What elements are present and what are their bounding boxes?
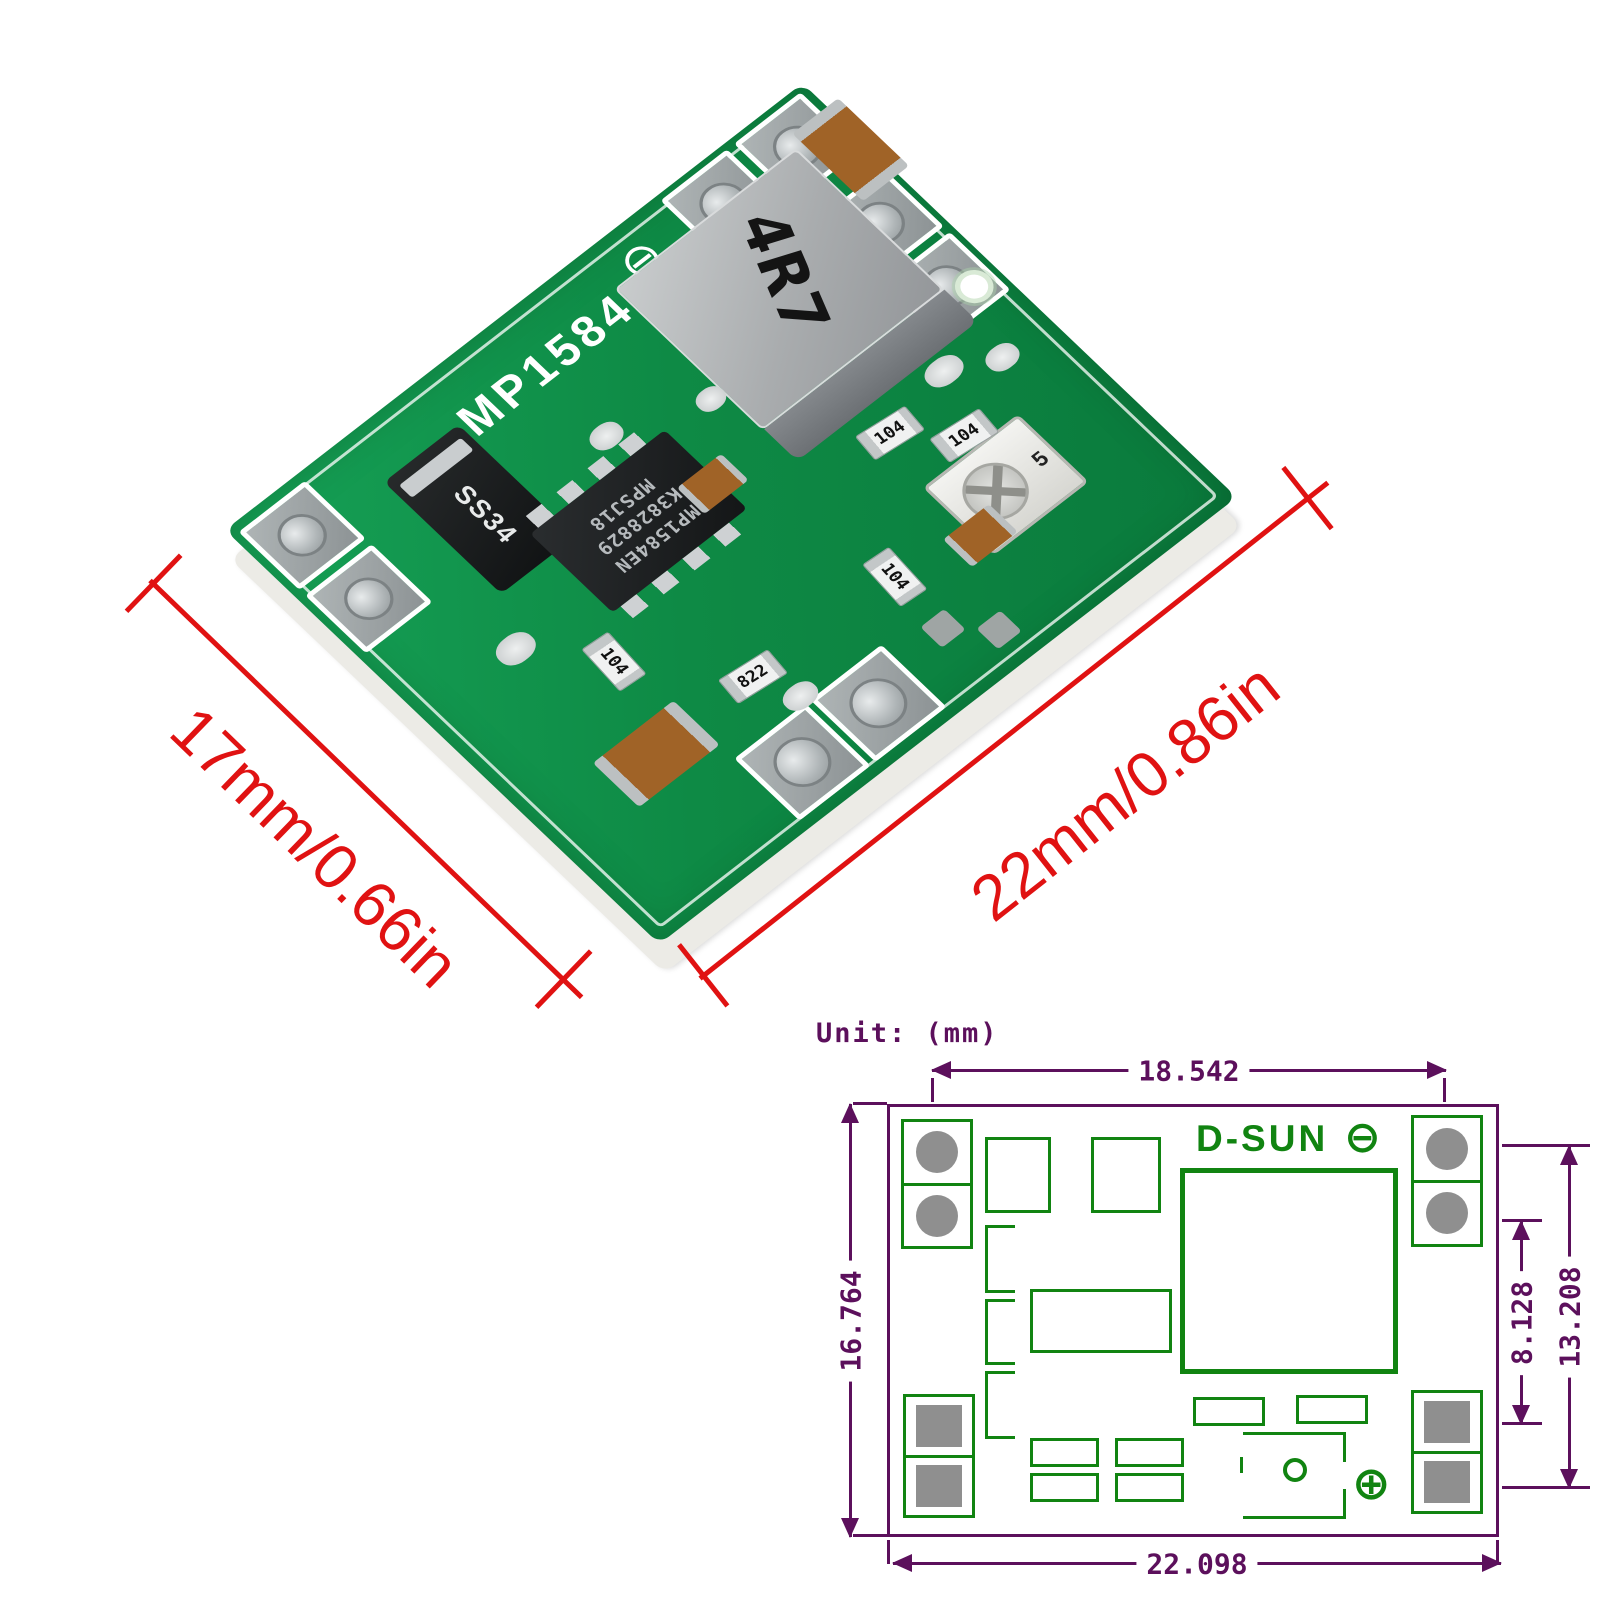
through-hole bbox=[761, 726, 844, 798]
component-outline bbox=[1296, 1395, 1368, 1424]
dimension-right-outer: 13.208 bbox=[1553, 1145, 1587, 1489]
dimension-top-value: 18.542 bbox=[1128, 1054, 1250, 1088]
trimmer-wiper-hole bbox=[1283, 1458, 1307, 1482]
circle-minus-icon: ⊖ bbox=[1344, 1112, 1381, 1163]
component-outline bbox=[985, 1371, 1015, 1439]
component-outline bbox=[985, 1299, 1015, 1365]
trimmer-outline bbox=[1243, 1432, 1346, 1435]
brand-label: D-SUN bbox=[1196, 1118, 1329, 1159]
through-hole bbox=[267, 505, 338, 566]
trimmer-outline bbox=[1243, 1516, 1346, 1519]
diode-marking: SS34 bbox=[447, 479, 525, 550]
through-hole bbox=[333, 568, 404, 629]
smd-pad bbox=[916, 1404, 962, 1447]
footprint-pads-bottom-right bbox=[1411, 1390, 1483, 1514]
dimension-tick bbox=[677, 943, 730, 1008]
hole-pad bbox=[1426, 1127, 1468, 1170]
component-outline bbox=[1030, 1473, 1099, 1502]
extension-line bbox=[1502, 1486, 1590, 1489]
ic-outline bbox=[1030, 1289, 1172, 1353]
dimension-tick bbox=[124, 553, 183, 614]
trimmer-outline bbox=[1343, 1432, 1346, 1462]
inductor-outline bbox=[1180, 1168, 1398, 1374]
footprint-pads-top-left bbox=[901, 1119, 973, 1249]
dimension-right-inner-value: 8.128 bbox=[1505, 1270, 1539, 1375]
extension-line bbox=[1496, 1540, 1499, 1564]
dimension-tick bbox=[534, 949, 593, 1010]
hole-pad bbox=[1426, 1192, 1468, 1235]
dimension-left-value: 16.764 bbox=[834, 1259, 868, 1382]
dimension-left: 16.764 bbox=[834, 1103, 868, 1538]
component-outline bbox=[1091, 1137, 1161, 1213]
extension-line bbox=[853, 1534, 887, 1537]
hole-pad bbox=[916, 1131, 958, 1174]
component-outline bbox=[985, 1225, 1015, 1293]
extension-line bbox=[1502, 1144, 1590, 1147]
dimension-right-inner: 8.128 bbox=[1505, 1220, 1539, 1425]
dimension-right-outer-value: 13.208 bbox=[1553, 1256, 1587, 1378]
component-outline bbox=[1193, 1397, 1265, 1426]
smd-pad bbox=[1424, 1400, 1470, 1443]
hole-pad bbox=[916, 1194, 958, 1237]
component-outline bbox=[1115, 1473, 1184, 1502]
trimmer-marking: 5 bbox=[1026, 446, 1054, 472]
extension-line bbox=[887, 1540, 890, 1564]
component-outline bbox=[1115, 1438, 1184, 1467]
extension-line bbox=[931, 1078, 934, 1102]
component-outline bbox=[1030, 1438, 1099, 1467]
extension-line bbox=[1443, 1078, 1446, 1102]
trimmer-outline bbox=[1240, 1457, 1243, 1473]
footprint-pads-bottom-left bbox=[903, 1394, 975, 1518]
component-outline bbox=[985, 1137, 1051, 1213]
dimension-bottom-value: 22.098 bbox=[1136, 1547, 1258, 1581]
circle-plus-icon: ⊕ bbox=[1352, 1456, 1391, 1510]
through-hole bbox=[837, 668, 920, 739]
unit-label: Unit: (mm) bbox=[816, 1018, 999, 1049]
trimmer-outline bbox=[1343, 1489, 1346, 1519]
smd-pad bbox=[1424, 1461, 1470, 1504]
dimension-top: 18.542 bbox=[931, 1054, 1447, 1088]
smd-pad bbox=[916, 1465, 962, 1508]
extension-line bbox=[853, 1102, 887, 1105]
footprint-pads-top-right bbox=[1411, 1115, 1483, 1247]
dimension-tick bbox=[1281, 465, 1334, 531]
dimension-bottom: 22.098 bbox=[892, 1547, 1502, 1581]
